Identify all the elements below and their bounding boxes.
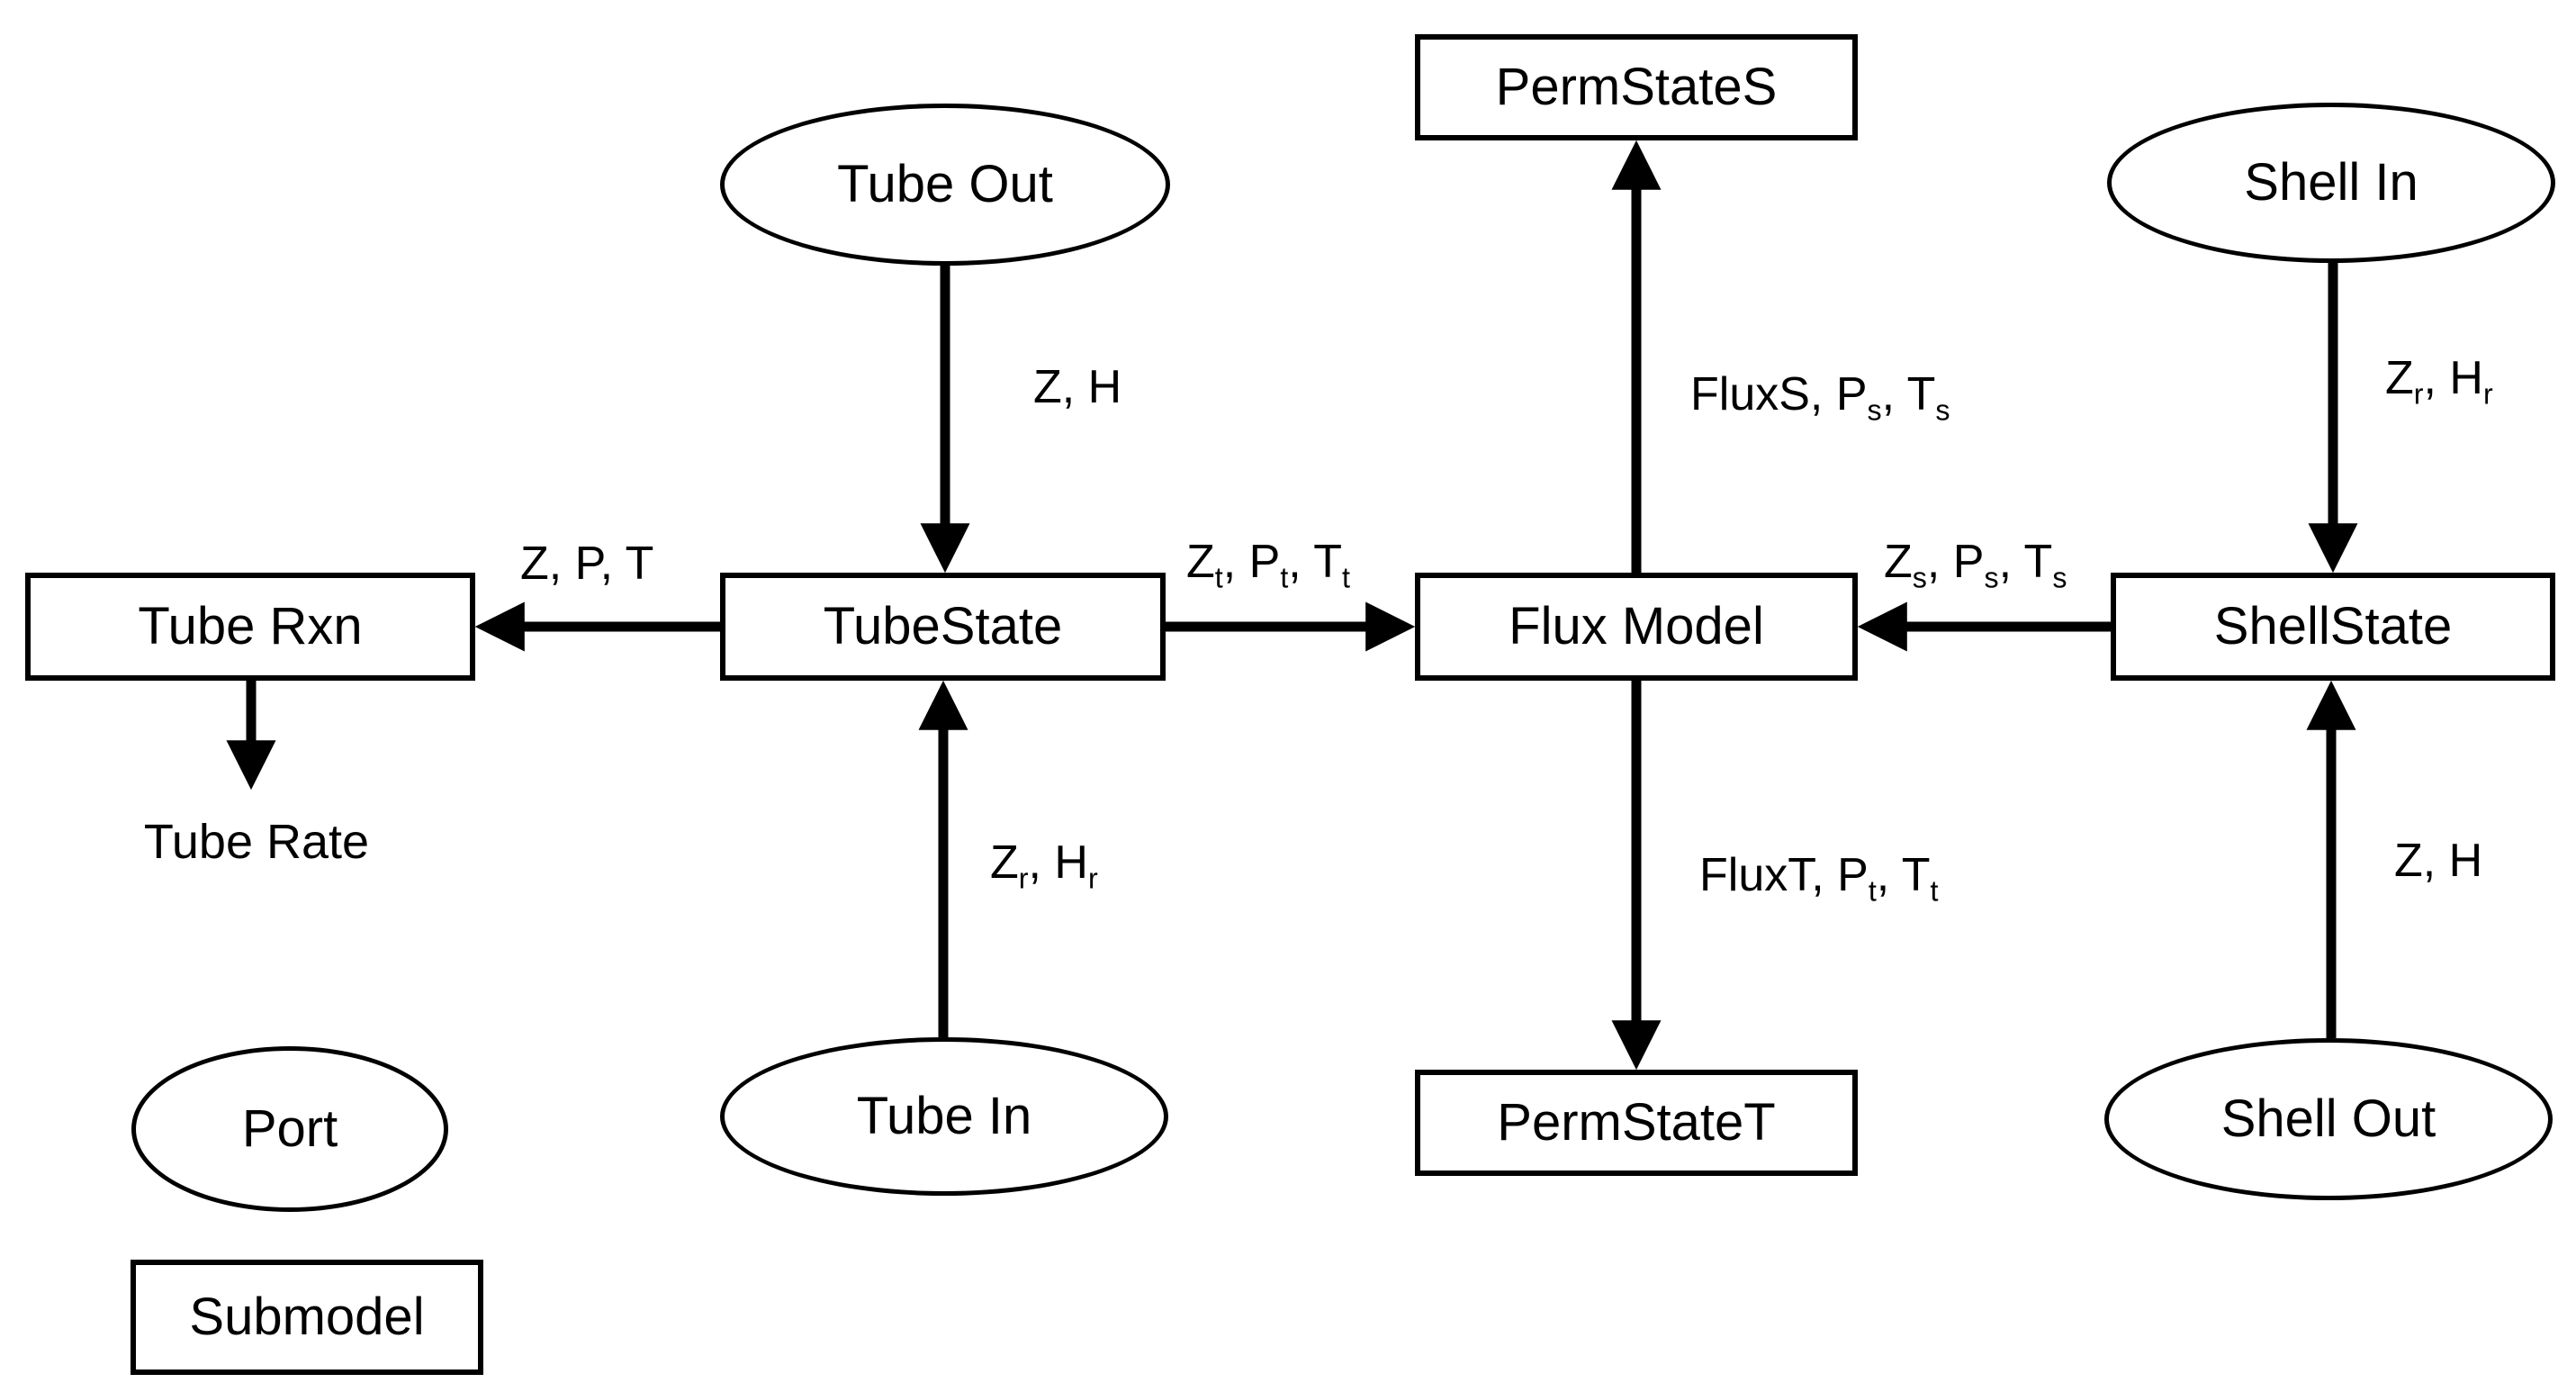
port-tube-in: Tube In — [720, 1037, 1168, 1196]
edge-label-tubein-to-tubestate: Zr, Hr — [990, 836, 1098, 895]
edge-label-shellout-to-shellstate: Z, H — [2394, 835, 2483, 887]
edge-label-tubestate-to-fluxmodel: Zt, Pt, Tt — [1186, 536, 1350, 594]
edge-label-tubestate-to-tuberxn: Z, P, T — [520, 538, 654, 590]
submodel-permstatet: PermStateT — [1415, 1070, 1858, 1176]
edge-label-fluxmodel-to-permstates: FluxS, Ps, Ts — [1690, 368, 1950, 427]
edge-label-shellin-to-shellstate: Zr, Hr — [2385, 352, 2493, 411]
legend-submodel-rect: Submodel — [131, 1260, 483, 1375]
submodel-shellstate: ShellState — [2111, 573, 2555, 681]
edge-label-shellstate-to-fluxmodel: Zs, Ps, Ts — [1884, 536, 2067, 594]
port-tube-out: Tube Out — [720, 104, 1170, 266]
submodel-tube-rxn: Tube Rxn — [25, 573, 475, 681]
submodel-permstates: PermStateS — [1415, 34, 1858, 140]
submodel-flux-model: Flux Model — [1415, 573, 1858, 681]
edge-label-fluxmodel-to-permstatet: FluxT, Pt, Tt — [1699, 849, 1939, 908]
port-shell-in: Shell In — [2107, 103, 2555, 263]
tube-rate-label: Tube Rate — [143, 815, 370, 869]
submodel-tubestate: TubeState — [720, 573, 1166, 681]
port-shell-out: Shell Out — [2104, 1038, 2553, 1200]
legend-port-ellipse: Port — [131, 1046, 448, 1212]
edge-label-tubeout-to-tubestate: Z, H — [1033, 361, 1122, 413]
